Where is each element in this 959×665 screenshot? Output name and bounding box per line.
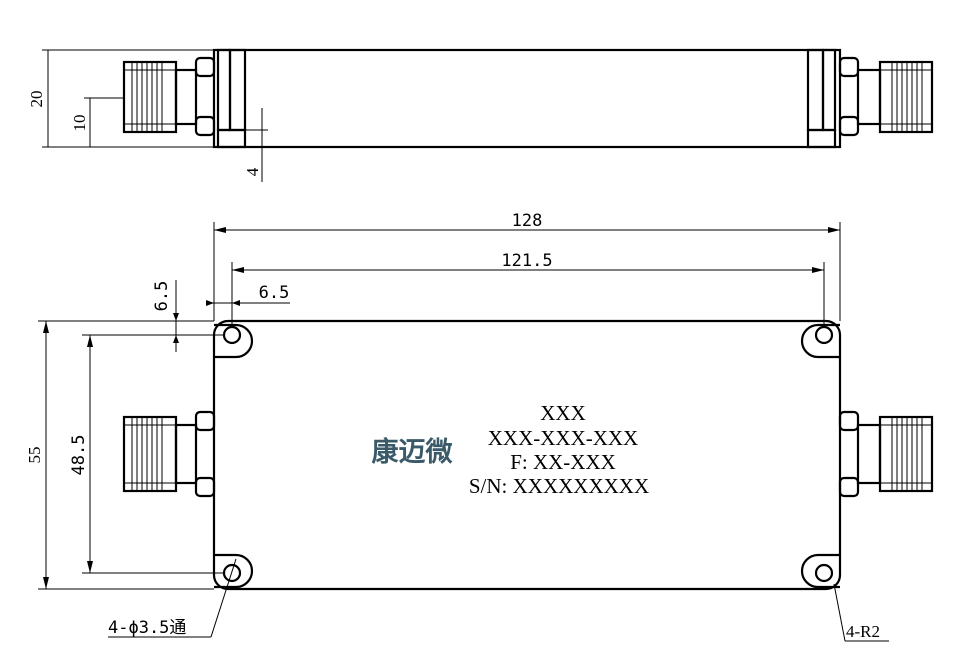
side-left-step	[216, 128, 247, 149]
side-left-flange-1	[216, 48, 232, 132]
brand-logo-text: 康迈微	[372, 436, 453, 468]
dim-hole-spacing-y: 48.5	[69, 435, 89, 476]
top-left-connector	[122, 410, 216, 498]
side-right-flange-2	[821, 48, 837, 132]
top-view-body	[212, 319, 842, 591]
dim-total-length: 128	[512, 211, 543, 231]
label-line-3: F: XX-XXX	[510, 450, 616, 474]
dim-hole-spacing-x: 121.5	[501, 251, 552, 271]
label-line-4: S/N: XXXXXXXXX	[469, 474, 649, 498]
tab-bottom-left	[214, 553, 254, 589]
dim-hole-offset-y: 6.5	[152, 281, 172, 312]
tab-top-left	[214, 323, 254, 359]
tab-top-right	[800, 323, 840, 359]
side-right-flange-1	[806, 48, 825, 132]
dim-side-height: 20	[27, 91, 46, 108]
note-hole-spec: 4-ϕ3.5通	[108, 618, 186, 638]
label-line-2: XXX-XXX-XXX	[488, 426, 638, 450]
mount-hole-top-right	[814, 325, 834, 345]
side-left-connector	[122, 56, 216, 137]
tab-bottom-right	[800, 553, 840, 589]
side-view-body	[212, 48, 842, 149]
dim-total-width: 55	[25, 447, 44, 464]
top-view: 康迈微 XXX XXX-XXX-XXX F: XX-XXX S/N: XXXXX…	[25, 211, 934, 642]
side-left-flange-2	[228, 48, 247, 132]
top-right-connector	[838, 410, 934, 498]
side-right-step	[806, 128, 837, 149]
mount-hole-bottom-right	[814, 563, 834, 583]
dim-side-connector-height: 10	[70, 115, 89, 132]
side-right-connector	[838, 56, 934, 137]
dim-side-step: 4	[243, 167, 262, 176]
note-corner-radius: 4-R2	[846, 622, 880, 641]
side-view: 20 10 4	[27, 48, 934, 182]
dim-hole-offset-x: 6.5	[259, 283, 290, 303]
label-line-1: XXX	[540, 401, 586, 425]
mount-hole-top-left	[222, 325, 242, 345]
